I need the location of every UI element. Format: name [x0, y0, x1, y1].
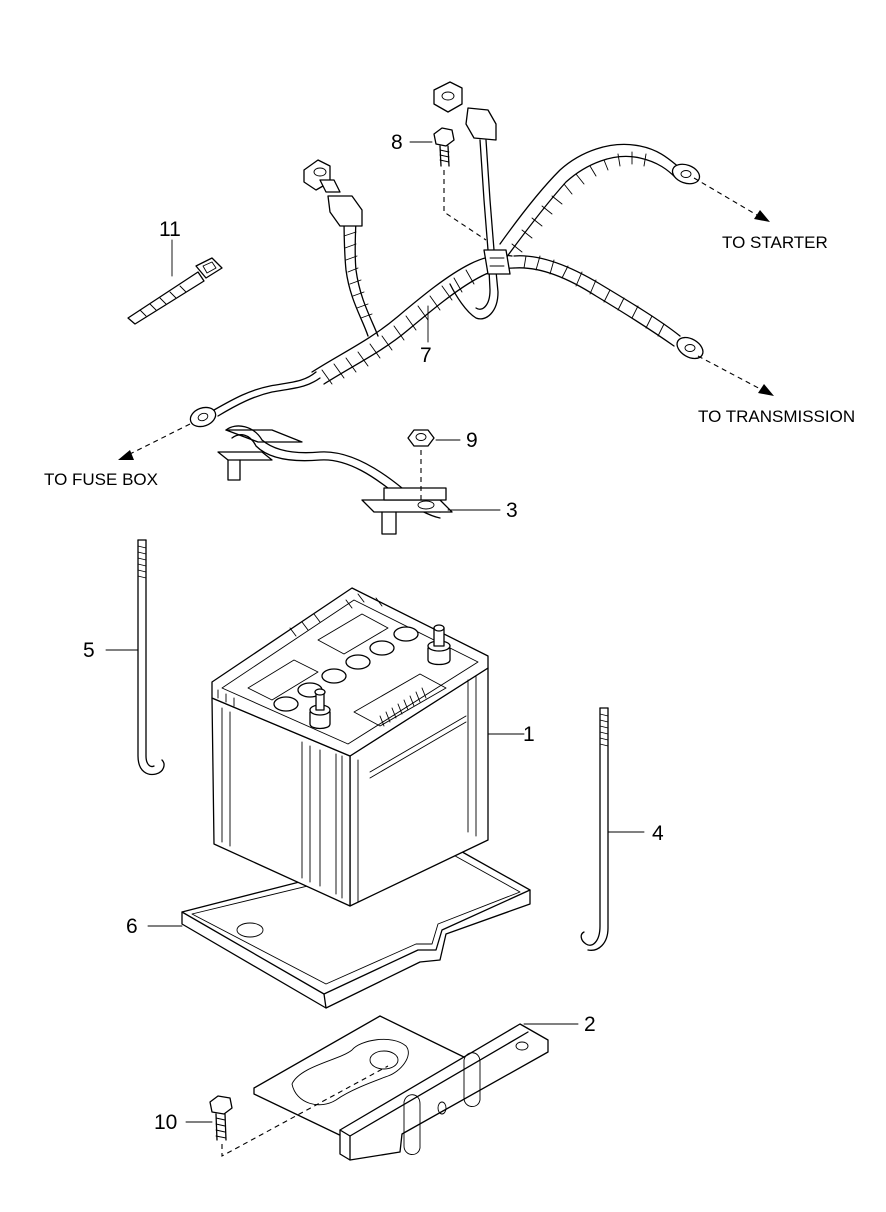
callout-11: 11	[159, 218, 181, 241]
part-7-cable-harness	[189, 81, 704, 428]
callout-10: 10	[154, 1111, 177, 1134]
callout-6: 6	[126, 915, 138, 938]
callout-4: 4	[652, 822, 664, 845]
destination-transmission: TO TRANSMISSION	[698, 407, 855, 426]
part-4-j-bolt	[580, 707, 609, 951]
part-9-nut	[407, 429, 435, 447]
arrow-line-transmission	[697, 355, 767, 393]
part-6-battery-tray	[181, 843, 531, 1009]
arrow-head-fuse-box	[118, 450, 134, 460]
assembly-line-10	[221, 1065, 389, 1157]
callout-9: 9	[466, 429, 478, 452]
part-2-battery-bracket	[253, 1015, 549, 1161]
part-8-bolt	[433, 127, 455, 167]
callout-8: 8	[391, 131, 403, 154]
callout-2: 2	[584, 1013, 596, 1036]
callout-1: 1	[523, 723, 535, 746]
callout-3: 3	[506, 499, 518, 522]
destination-fuse-box: TO FUSE BOX	[44, 470, 158, 489]
arrow-head-transmission	[758, 384, 774, 396]
part-10-bolt	[209, 1095, 233, 1141]
part-3-hold-down-bracket	[217, 425, 453, 535]
part-5-j-bolt	[137, 539, 165, 776]
part-11-cable-tie	[127, 257, 223, 325]
callout-7: 7	[420, 344, 432, 367]
arrow-head-starter	[754, 210, 770, 222]
arrow-line-fuse-box	[125, 423, 191, 457]
part-1-battery	[211, 587, 489, 907]
callout-5: 5	[83, 639, 95, 662]
assembly-line-8	[443, 170, 487, 241]
arrow-line-starter	[693, 177, 763, 219]
destination-starter: TO STARTER	[722, 233, 828, 252]
